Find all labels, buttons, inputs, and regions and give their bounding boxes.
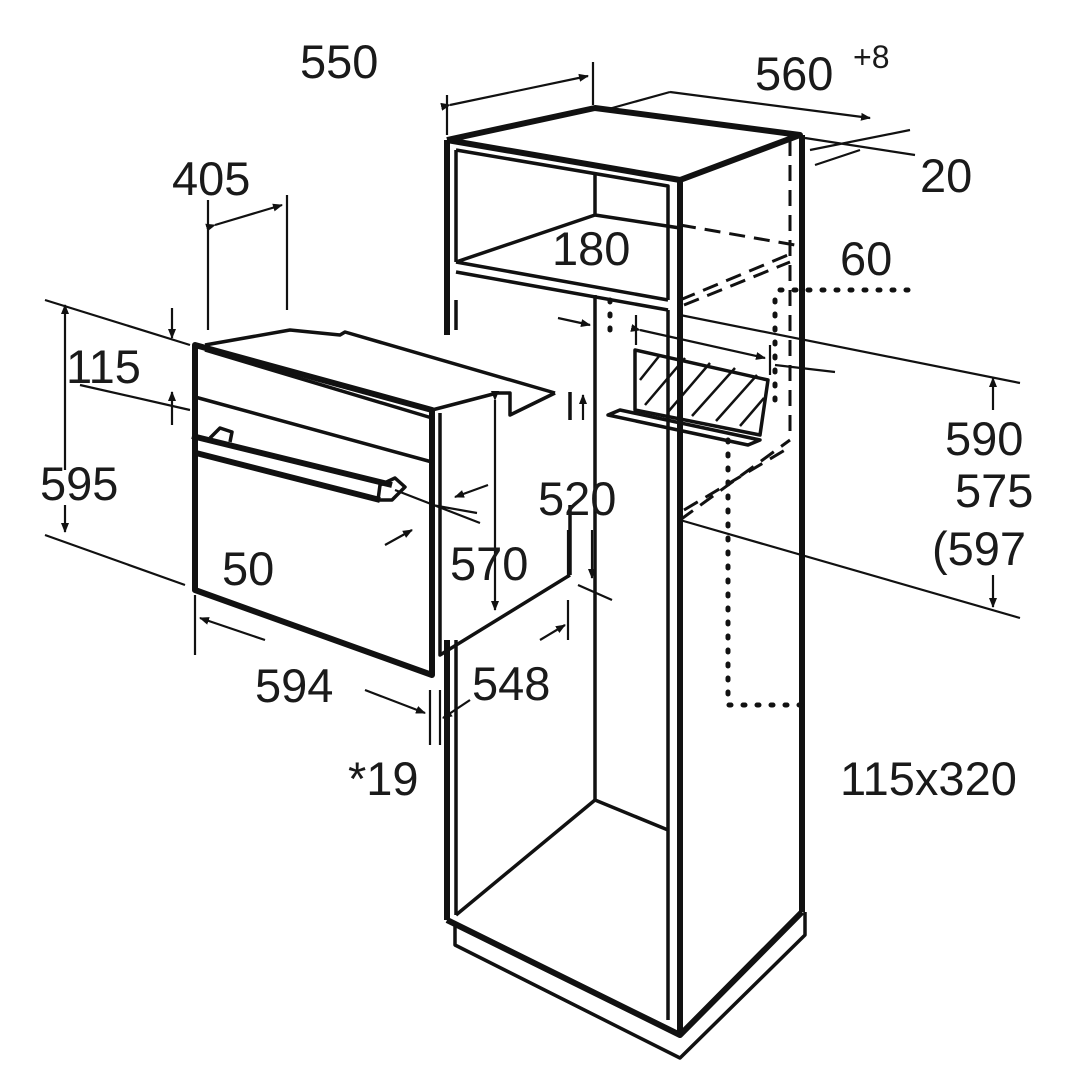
oven-side-right [438,413,571,657]
upper-compartment-inner [454,148,670,300]
label-niche-height-597: (597 [932,522,1026,575]
cabinet-top-front [446,137,681,183]
label-door-thickness: *19 [348,752,419,805]
dim-560-arrow [669,90,871,121]
dimension-labels: 550 560 +8 20 405 180 60 115 595 590 575… [40,35,1033,805]
oven-handle-mount-right [376,476,407,502]
oven [191,328,572,678]
shelf-hidden-line [679,223,796,307]
cabinet-bottom [445,909,805,1038]
dim-50-arrow-in [454,483,489,499]
dim-50-arrow-out [384,529,413,546]
oven-handle [191,433,393,503]
label-side-depth: 520 [538,472,616,525]
rear-hidden-line [679,140,792,522]
oven-side-top [431,391,556,417]
dim-548-arrow [539,624,566,641]
dim-19-arrow [442,699,471,719]
dim-60-arrow [630,324,766,360]
label-cabinet-width-tolerance: +8 [853,39,889,75]
vent-opening-hatched [606,348,770,447]
dim-405-arrow [205,203,283,232]
oven-control-panel-line [194,395,433,464]
label-panel-height: 115 [66,340,141,393]
oven-top [204,328,556,395]
dim-550-arrow [440,73,589,111]
label-body-height: 570 [450,537,528,590]
label-cabinet-width: 560 [755,47,833,100]
label-vent-opening: 180 [552,222,630,275]
label-oven-top-depth: 405 [172,152,250,205]
label-niche-height-590: 590 [945,412,1023,465]
lower-shelf [455,270,669,312]
inner-floor [454,798,669,917]
label-cabinet-depth: 550 [300,35,378,88]
label-oven-height: 595 [40,457,118,510]
label-oven-width: 594 [255,659,333,712]
label-body-width: 548 [472,657,550,710]
cabinet-top-back [446,105,803,183]
label-rear-offset: 60 [840,232,892,285]
label-door-offset: 50 [222,542,274,595]
ventilation-path-dotted [607,287,918,708]
cabinet [444,105,918,1060]
oven-front-face [192,342,435,678]
oven-panel-trim [204,348,433,420]
dimension-lines [44,62,1021,745]
dim-180-arrow [557,316,591,327]
dim-594-arrow-left [199,616,266,642]
dim-594-arrow-right [364,688,426,715]
label-niche-height-575: 575 [955,464,1033,517]
oven-handle-mount-left [208,426,234,443]
cabinet-plinth [453,912,807,1060]
label-rear-gap: 20 [920,149,972,202]
label-vent-size: 115x320 [840,752,1017,805]
